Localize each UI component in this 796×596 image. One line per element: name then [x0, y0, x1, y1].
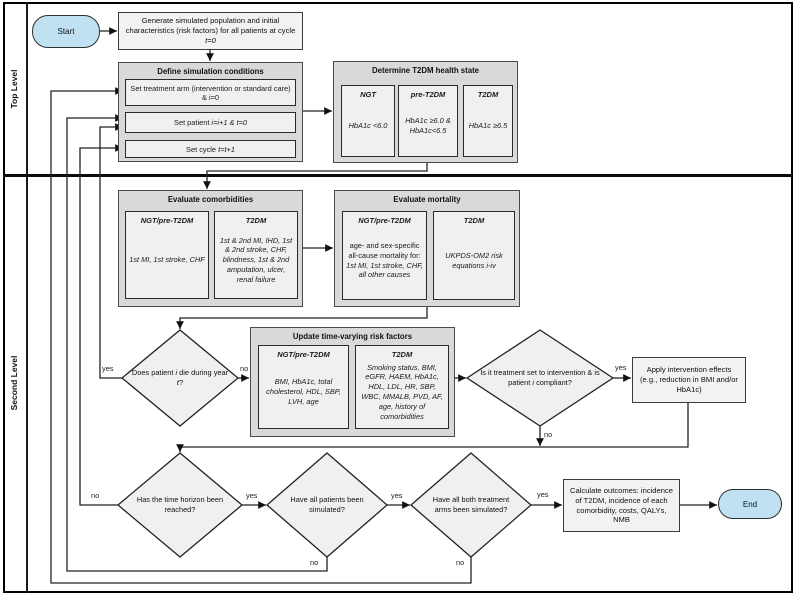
die-decision-diamond [120, 329, 240, 427]
lane-label-column-divider [26, 2, 28, 593]
generate-population-box: Generate simulated population and initia… [118, 12, 303, 50]
risk-factors-ngt-header: NGT/pre-T2DM [277, 350, 330, 359]
arrow-apply-to-time-decision [176, 403, 689, 452]
treat-yes-label: yes [615, 363, 627, 372]
die-yes-label: yes [102, 364, 114, 373]
evaluate-comorbidities-title: Evaluate comorbidities [167, 195, 254, 204]
evaluate-mortality-title: Evaluate mortality [393, 195, 461, 204]
define-conditions-title: Define simulation conditions [157, 67, 264, 76]
mortality-t2dm-box: T2DM UKPDS-OM2 risk equations i-iv [433, 211, 515, 300]
mortality-t2dm-header: T2DM [463, 216, 485, 225]
define-conditions-container: Define simulation conditions Set treatme… [118, 62, 303, 162]
arrow-mortality-to-die-decision [176, 307, 428, 329]
risk-factors-container: Update time-varying risk factors NGT/pre… [250, 327, 455, 437]
ngt-state-body: HbA1c <6.0 [348, 121, 388, 131]
treat-no-label: no [544, 430, 553, 439]
apply-intervention-box: Apply intervention effects (e.g., reduct… [632, 357, 746, 403]
arrow-arms-no-loop [50, 87, 472, 584]
patients-no-label: no [310, 558, 319, 567]
set-patient-box: Set patient i=i+1 & t=0 [125, 112, 296, 133]
treat-decision-text: Is it treatment set to intervention & is… [480, 368, 600, 387]
arrow-time-no-loop [79, 144, 123, 506]
arms-yes-label: yes [537, 490, 549, 499]
ngt-state-box: NGT HbA1c <6.0 [341, 85, 395, 157]
evaluate-mortality-container: Evaluate mortality NGT/pre-T2DM age- and… [334, 190, 520, 307]
mortality-ngt-box: NGT/pre-T2DM age- and sex-specific all-c… [342, 211, 427, 300]
time-no-label: no [91, 491, 100, 500]
evaluate-comorbidities-container: Evaluate comorbidities NGT/pre-T2DM 1st … [118, 190, 303, 307]
determine-health-state-container: Determine T2DM health state NGT HbA1c <6… [333, 61, 518, 163]
arms-no-label: no [456, 558, 465, 567]
t2dm-state-box: T2DM HbA1c ≥6.5 [463, 85, 513, 157]
arms-decision-diamond [410, 452, 532, 558]
risk-factors-ngt-box: NGT/pre-T2DM BMI, HbA1c, total cholester… [258, 345, 349, 429]
mortality-ngt-header: NGT/pre-T2DM [358, 216, 411, 225]
lane-divider [3, 174, 793, 177]
time-yes-label: yes [246, 491, 258, 500]
comorbidities-ngt-box: NGT/pre-T2DM 1st MI, 1st stroke, CHF [125, 211, 209, 299]
mortality-ngt-body: age- and sex-specific all-cause mortalit… [346, 240, 423, 280]
mortality-t2dm-body: UKPDS-OM2 risk equations i-iv [445, 250, 503, 270]
risk-factors-t2dm-body: Smoking status, BMI, eGFR, HAEM, HbA1c, … [361, 362, 443, 421]
risk-factors-ngt-body: BMI, HbA1c, total cholesterol, HDL, SBP,… [266, 377, 341, 406]
pre-t2dm-state-box: pre-T2DM HbA1c ≥6.0 & HbA1c<6.5 [398, 85, 458, 157]
t2dm-state-header: T2DM [477, 90, 499, 99]
set-treatment-arm-box: Set treatment arm (intervention or stand… [125, 79, 296, 106]
risk-factors-t2dm-header: T2DM [391, 350, 413, 359]
arms-decision-text: Have all both treatment arms been simula… [432, 495, 510, 514]
comorbidities-t2dm-body: 1st & 2nd MI, IHD, 1st & 2nd stroke, CHF… [219, 235, 293, 284]
comorbidities-t2dm-box: T2DM 1st & 2nd MI, IHD, 1st & 2nd stroke… [214, 211, 298, 299]
patients-decision-text: Have all patients been simulated? [290, 495, 364, 514]
pre-t2dm-state-body: HbA1c ≥6.0 & HbA1c<6.5 [405, 116, 451, 135]
determine-health-state-title: Determine T2DM health state [371, 66, 480, 75]
treat-decision-diamond [465, 329, 615, 427]
set-cycle-box: Set cycle t=t+1 [125, 140, 296, 158]
patients-decision-diamond [266, 452, 388, 558]
outer-frame [3, 2, 793, 593]
arrow-die-yes-loop [99, 123, 123, 379]
die-decision-text: Does patient i die during year t? [131, 368, 229, 387]
calculate-outcomes-box: Calculate outcomes: incidence of T2DM, i… [563, 479, 680, 532]
comorbidities-t2dm-header: T2DM [245, 216, 267, 225]
arrow-determine-to-comorbidities [203, 163, 428, 189]
risk-factors-title: Update time-varying risk factors [292, 332, 413, 341]
start-node: Start [32, 15, 100, 48]
arrow-patients-no-loop [66, 114, 328, 572]
pre-t2dm-state-header: pre-T2DM [410, 90, 446, 99]
end-node: End [718, 489, 782, 519]
t2dm-state-body: HbA1c ≥6.5 [468, 121, 508, 131]
time-decision-diamond [116, 452, 244, 558]
comorbidities-ngt-header: NGT/pre-T2DM [140, 216, 194, 225]
comorbidities-ngt-body: 1st MI, 1st stroke, CHF [129, 255, 205, 265]
die-no-label: no [240, 364, 249, 373]
time-decision-text: Has the time horizon been reached? [136, 495, 224, 514]
risk-factors-t2dm-box: T2DM Smoking status, BMI, eGFR, HAEM, Hb… [355, 345, 449, 429]
patients-yes-label: yes [391, 491, 403, 500]
ngt-state-header: NGT [360, 90, 376, 99]
